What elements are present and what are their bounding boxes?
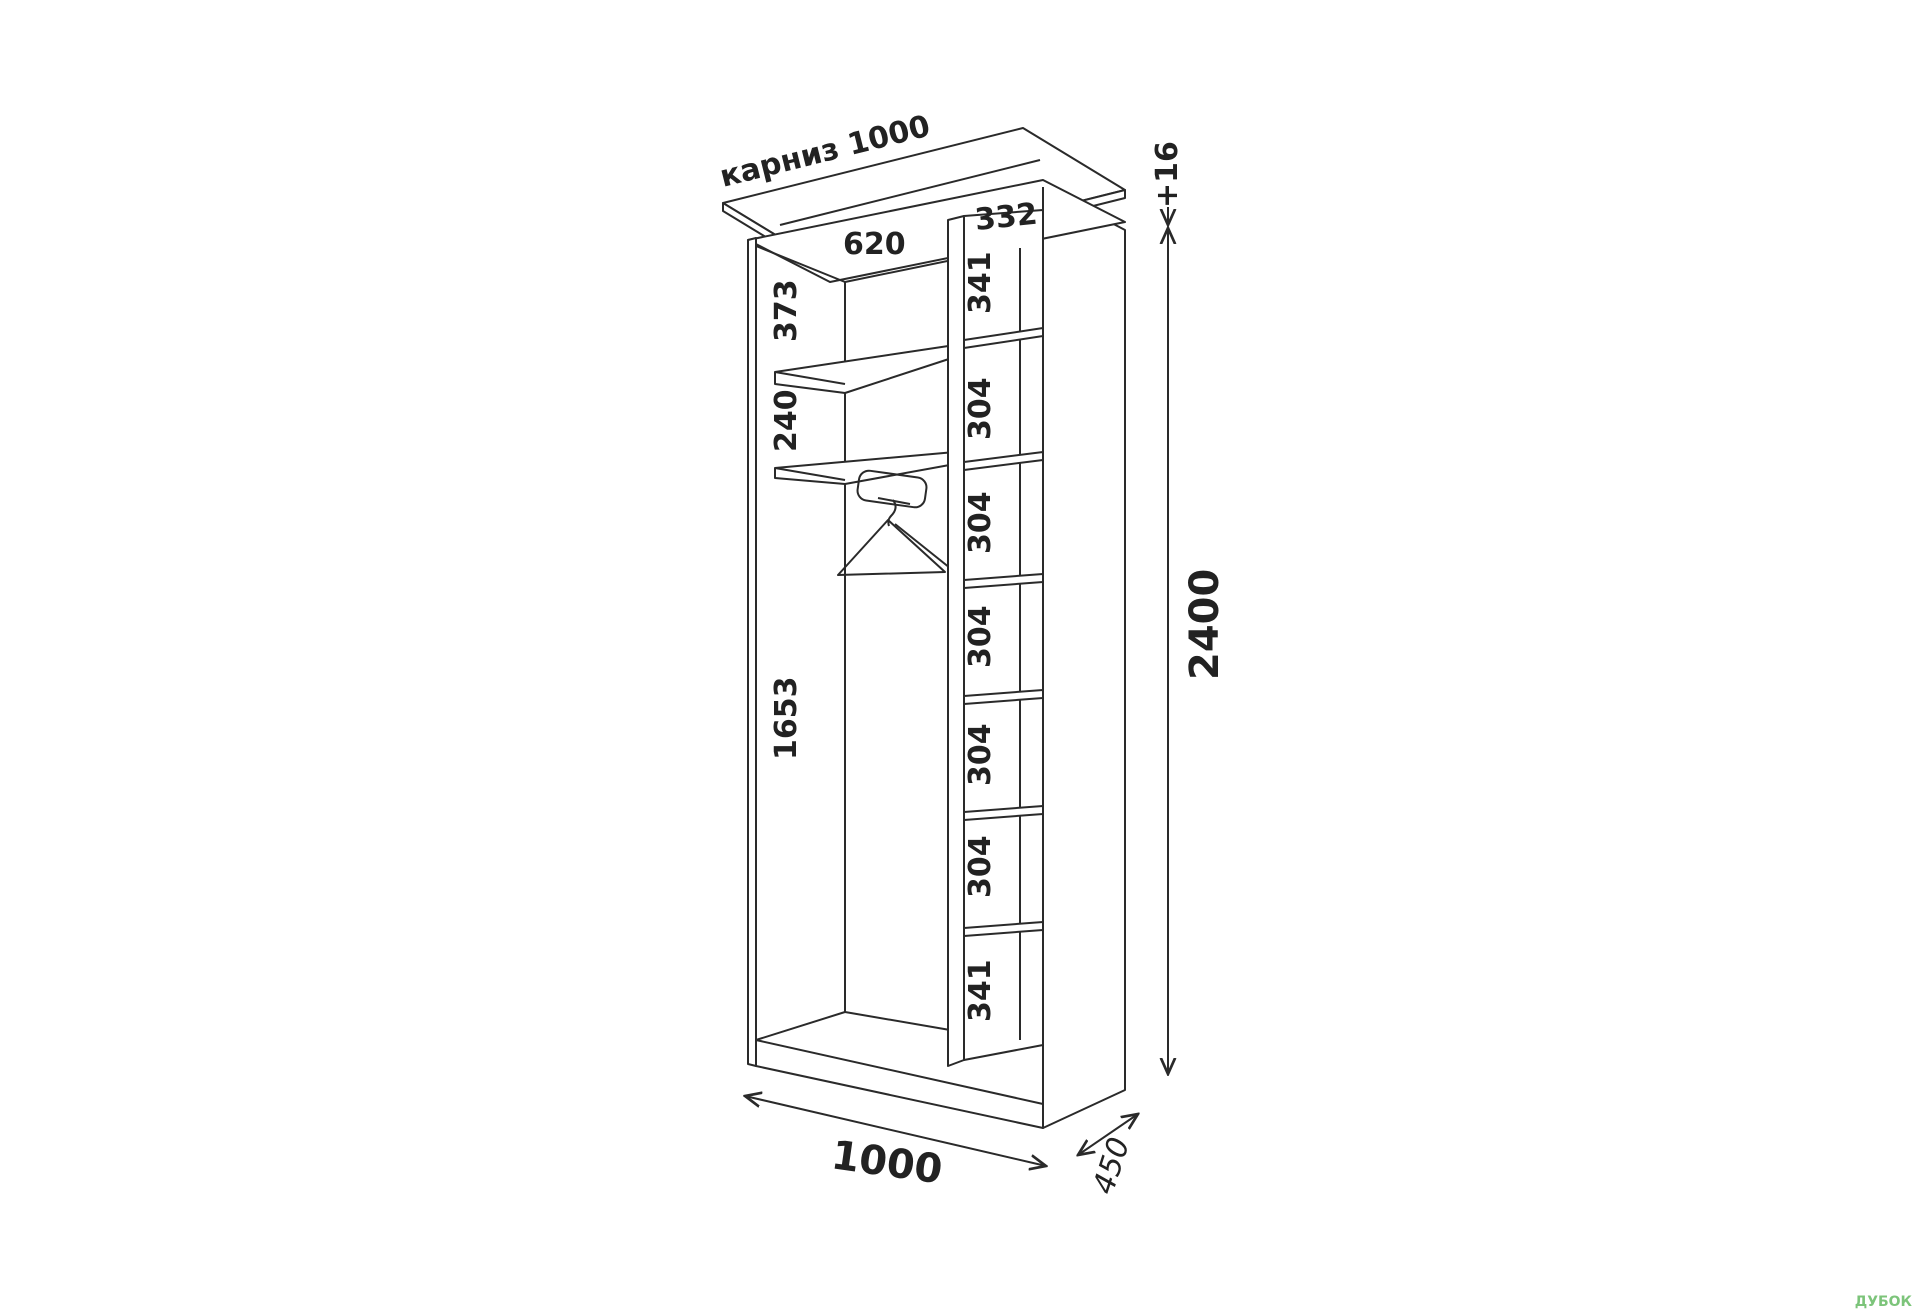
dim-hanging-height: 1653 xyxy=(769,677,804,761)
watermark-logo: ДУБОК xyxy=(1854,1294,1912,1310)
dim-total-width: 1000 xyxy=(829,1132,946,1193)
wardrobe-carcass xyxy=(747,179,1126,1129)
dim-shelf-gap: 240 xyxy=(769,389,804,452)
dim-column-mid-3: 304 xyxy=(963,605,998,668)
dim-column-bottom: 341 xyxy=(963,959,998,1022)
dim-top-compartment-height: 373 xyxy=(769,279,804,342)
dim-column-mid-4: 304 xyxy=(963,723,998,786)
dim-total-height: 2400 xyxy=(1182,569,1228,680)
dim-column-mid-2: 304 xyxy=(963,491,998,554)
partition-column xyxy=(947,209,1044,1067)
dim-top-inner-width: 620 xyxy=(843,227,906,262)
depth-dimension xyxy=(1078,1114,1138,1155)
dim-column-top: 341 xyxy=(963,251,998,314)
width-dimension xyxy=(745,1096,1046,1166)
dim-cornice-extra: +16 xyxy=(1150,141,1185,208)
left-shelves xyxy=(774,344,956,485)
dim-column-mid-1: 304 xyxy=(963,377,998,440)
hanger-icon xyxy=(837,499,951,576)
dim-column-mid-5: 304 xyxy=(963,835,998,898)
dim-side-column-width: 332 xyxy=(973,197,1039,238)
